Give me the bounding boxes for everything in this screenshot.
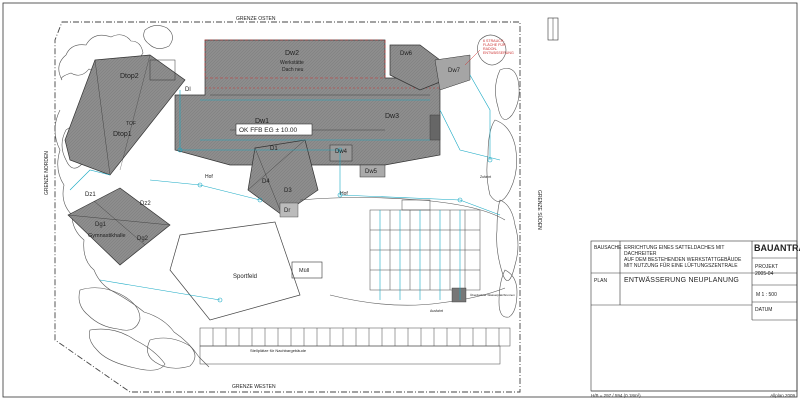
werkstatt-name: Werkstätte	[280, 60, 304, 66]
parking-block	[369, 199, 481, 291]
massstab: M 1 : 500	[756, 292, 777, 298]
d3-label: D3	[284, 188, 292, 194]
bausache-label: BAUSACHE	[594, 245, 622, 251]
sheet-footer: H/B = 297 / 594 (0.18m²) Allplan 2009	[591, 393, 797, 400]
dz2-label: Dz2	[140, 201, 151, 207]
dw1-label: Dw1	[255, 118, 269, 125]
shed-buildings	[329, 144, 386, 178]
parking-row	[199, 327, 511, 365]
access-road	[299, 197, 506, 306]
gym-name: Gymnastikhalle	[88, 233, 126, 239]
dz1-label: Dz1	[85, 192, 96, 198]
northeast-building	[389, 44, 471, 91]
werkstatt-note: Dach neu	[282, 67, 304, 73]
red-annotation: 6 STRAUCH- FLÄCHE FÜR RADON- ENTWÄSSERUN…	[483, 39, 514, 55]
dw6-label: Dw6	[400, 51, 413, 57]
datum-label: DATUM	[755, 307, 773, 313]
d4-label: D4	[262, 179, 270, 185]
property-boundary	[54, 21, 521, 393]
dw4-label: Dw4	[335, 149, 348, 155]
dr-label: Dr	[284, 208, 290, 214]
dtop1-label: Dtop1	[113, 131, 132, 138]
red-annotation-line2: FLÄCHE FÜR	[483, 43, 506, 47]
border-west-label: GRENZE WESTEN	[232, 384, 276, 390]
center-building	[247, 139, 319, 218]
red-annotation-line4: ENTWÄSSERUNG	[483, 51, 514, 55]
projekt-value: 2005-04	[755, 271, 774, 277]
border-south-label: GRENZE SÜDEN	[536, 190, 543, 230]
red-annotation-leader	[464, 49, 481, 66]
title-block: BAUSACHE ERRICHTUNG EINES SATTELDACHES M…	[591, 241, 800, 394]
ausfahrt-label: Ausfahrt	[430, 309, 443, 313]
title-block-frame	[590, 240, 798, 392]
sportfeld-label: Sportfeld	[233, 274, 257, 280]
drainage-lines	[69, 74, 501, 303]
gym-code2: Dg2	[137, 236, 149, 242]
dw7-label: Dw7	[448, 68, 461, 74]
gymnastics-hall	[67, 187, 171, 266]
red-annotation-line3: RADON-	[483, 47, 498, 51]
border-east-label: GRENZE OSTEN	[236, 16, 276, 22]
red-annotation-line1: 6 STRAUCH-	[483, 39, 505, 43]
hof2-label: Hof	[340, 191, 348, 197]
doc-type: BAUANTRAG	[754, 243, 800, 253]
tof-label: TOF	[126, 121, 136, 127]
border-north-label: GRENZE NORDEN	[44, 151, 50, 195]
dtop2-label: Dtop2	[120, 73, 139, 80]
paper-format: H/B = 297 / 594 (0.18m²)	[591, 393, 641, 398]
gym-code1: Dg1	[95, 222, 107, 228]
plan-label: PLAN	[594, 278, 608, 284]
wasserlauf-label: Überdachter Wasserplatzbrunnen	[470, 293, 515, 297]
ok-label: OK FFB EG ± 10.00	[239, 127, 298, 134]
projekt-label: PROJEKT	[755, 264, 779, 270]
software-label: Allplan 2009	[770, 393, 795, 398]
muell-label: Müll	[299, 268, 309, 274]
hof1-label: Hof	[205, 174, 213, 180]
werkstatt-code: Dw2	[285, 50, 299, 57]
zufahrt-label: Zufahrt	[480, 175, 491, 179]
parking-label: Stellplätze für Nachbargebäude	[250, 348, 307, 353]
dl-label: Dl	[185, 87, 191, 93]
plan-title: ENTWÄSSERUNG NEUPLANUNG	[624, 277, 740, 284]
dw5-label: Dw5	[365, 169, 378, 175]
d1-label: D1	[270, 146, 278, 152]
bausache-text: ERRICHTUNG EINES SATTELDACHES MIT DACHRE…	[624, 245, 742, 269]
sports-field	[169, 221, 301, 321]
fountain-area	[451, 287, 467, 303]
dw3-label: Dw3	[385, 113, 399, 120]
vegetation	[54, 25, 520, 371]
waste-area	[291, 261, 323, 279]
ok-label-box	[235, 123, 313, 136]
